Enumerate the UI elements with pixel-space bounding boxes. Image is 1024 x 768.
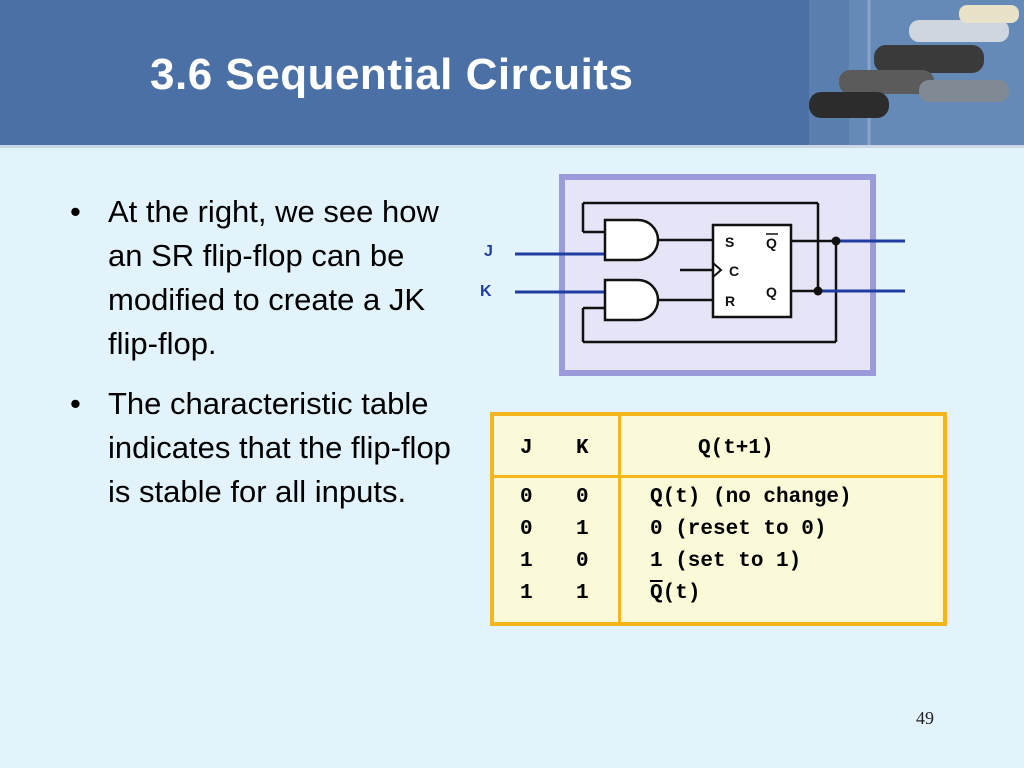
table-cell-q: 0 (reset to 0) <box>650 518 827 541</box>
characteristic-table: J K Q(t+1) 0 0 Q(t) (no change) 0 1 0 (r… <box>490 412 947 626</box>
header-divider <box>0 145 1024 148</box>
table-cell-j: 1 <box>520 550 533 573</box>
table-cell-k: 0 <box>576 486 589 509</box>
pin-r-label: R <box>725 293 735 309</box>
pin-c-label: C <box>729 263 739 279</box>
q-bar-symbol: Q <box>650 582 663 605</box>
table-cell-j: 0 <box>520 486 533 509</box>
sr-flip-flop-box <box>711 223 793 319</box>
bullet-marker: • <box>70 386 81 421</box>
table-column-divider <box>618 416 621 622</box>
table-cell-k: 1 <box>576 518 589 541</box>
header-j: J <box>520 437 533 460</box>
header-q: Q(t+1) <box>698 437 774 460</box>
page-number: 49 <box>916 708 934 728</box>
input-k-label: K <box>480 283 492 300</box>
header-photo <box>809 0 1024 145</box>
clock-triangle <box>712 262 723 278</box>
pin-q-label: Q <box>766 284 777 300</box>
table-cell-k: 0 <box>576 550 589 573</box>
table-cell-k: 1 <box>576 582 589 605</box>
bullet-text: At the right, we see how an SR flip-flop… <box>108 194 439 361</box>
jk-flip-flop-diagram: J K S C R Q Q <box>480 174 905 376</box>
bullet-text: The characteristic table indicates that … <box>108 386 451 509</box>
and-gate-bottom <box>603 278 660 322</box>
slide-title: 3.6 Sequential Circuits <box>150 50 634 99</box>
table-cell-j: 0 <box>520 518 533 541</box>
pin-s-label: S <box>725 234 734 250</box>
pin-q-bar-label: Q <box>766 235 777 251</box>
slide-header <box>0 0 1024 145</box>
junction-dot <box>813 286 823 296</box>
table-cell-j: 1 <box>520 582 533 605</box>
input-j-label: J <box>484 243 493 260</box>
bullet-item: • At the right, we see how an SR flip-fl… <box>70 190 460 366</box>
bullet-item: • The characteristic table indicates tha… <box>70 382 460 514</box>
q-bar-suffix: (t) <box>662 582 701 605</box>
table-cell-q: 1 (set to 1) <box>650 550 802 573</box>
and-gate-top <box>603 218 660 262</box>
table-cell-q: Q(t) (no change) <box>650 486 852 509</box>
table-header-divider <box>494 475 943 478</box>
junction-dot <box>831 236 841 246</box>
bullet-marker: • <box>70 194 81 229</box>
bullet-list: • At the right, we see how an SR flip-fl… <box>70 190 460 530</box>
header-k: K <box>576 437 589 460</box>
table-cell-q: Q(t) <box>650 582 700 605</box>
